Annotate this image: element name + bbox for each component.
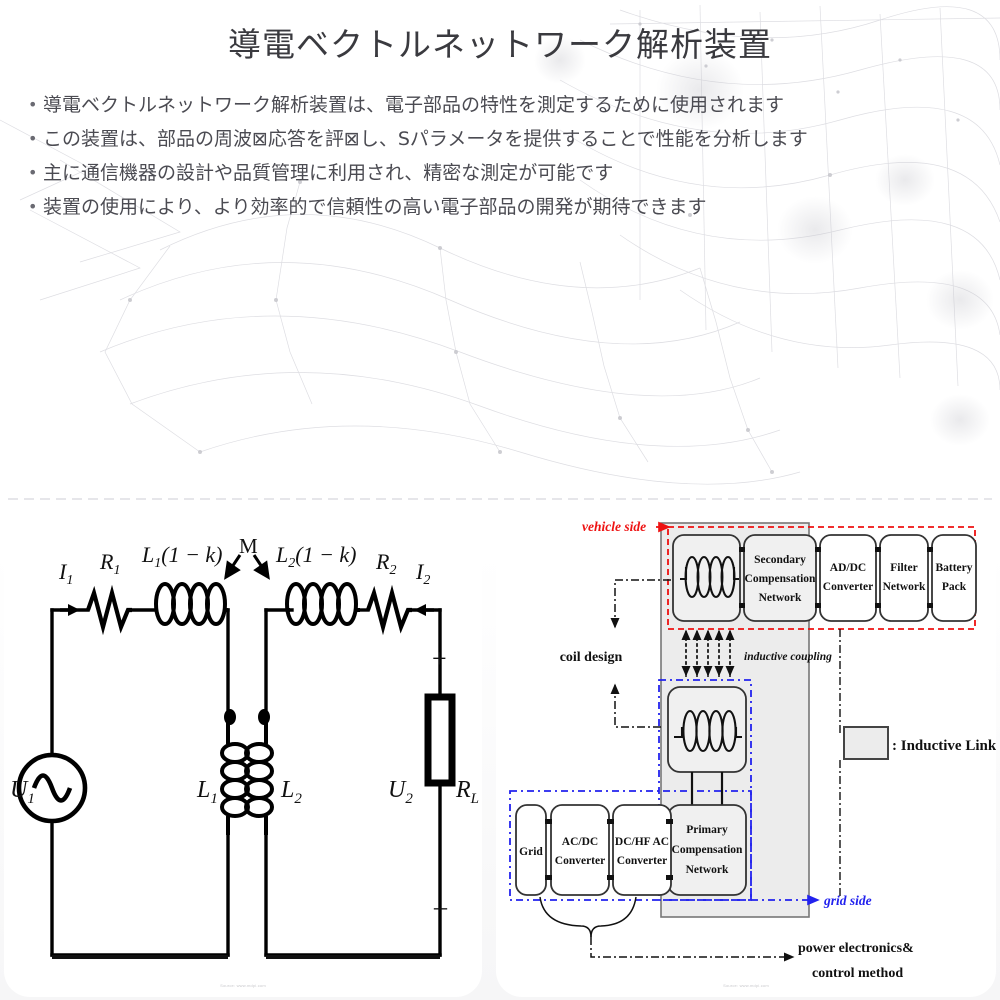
primary-coil-to-compensation-link: [690, 772, 724, 805]
block-primary-compensation: Primary Compensation Network: [667, 804, 747, 896]
resistor-r1: [86, 584, 132, 636]
block-diagram-card: Secondary Compensation Network AD/DC Con…: [496, 505, 996, 997]
inductor-l2-leakage: [285, 582, 360, 626]
power-control-brace: [539, 896, 637, 938]
bullet-marker-icon: •: [28, 163, 38, 182]
bullet-text: 装置の使用により、より効率的で信頼性の高い電子部品の開発が期待できます: [43, 196, 707, 218]
block-label: Network: [883, 581, 926, 593]
block-label: Filter: [890, 562, 917, 574]
list-item: • この装置は、部品の周波⊠応答を評⊠し、Sパラメータを提供することで性能を分析…: [28, 122, 968, 156]
current-arrow-i2: [414, 604, 434, 616]
legend-label: : Inductive Link: [892, 738, 996, 754]
block-label: Grid: [519, 846, 543, 858]
legend-inductive-link: : Inductive Link: [839, 629, 996, 898]
resistor-r2: [366, 584, 412, 636]
block-ad-dc-converter: AD/DC Converter: [819, 534, 877, 622]
polarity-dot-l1: [224, 709, 236, 725]
block-filter-network: Filter Network: [879, 534, 929, 622]
bullet-marker-icon: •: [28, 95, 38, 114]
block-dc-hfac-converter: DC/HF AC Converter: [612, 804, 672, 896]
block-label: DC/HF AC: [615, 836, 669, 848]
label-control-method: control method: [812, 966, 903, 981]
label-l1k: L1(1 − k): [141, 542, 223, 571]
bullet-marker-icon: •: [28, 129, 38, 148]
label-inductive-coupling: inductive coupling: [744, 651, 832, 663]
block-label: Converter: [555, 855, 605, 867]
block-label: Secondary: [754, 554, 806, 566]
bullet-marker-icon: •: [28, 197, 38, 216]
block-label: Converter: [617, 855, 667, 867]
block-label: AC/DC: [562, 836, 598, 848]
wpt-system-block-diagram: Secondary Compensation Network AD/DC Con…: [509, 519, 996, 981]
ac-source-u1: [16, 752, 88, 824]
block-label: Compensation: [745, 573, 817, 585]
label-power-electronics: power electronics&: [798, 941, 914, 956]
block-label: Battery: [935, 562, 972, 574]
block-secondary-compensation: Secondary Compensation Network: [743, 534, 817, 622]
block-label: Network: [759, 592, 802, 604]
list-item: • 導電ベクトルネットワーク解析装置は、電子部品の特性を測定するために使用されま…: [28, 88, 968, 122]
label-vehicle-side: vehicle side: [582, 519, 646, 534]
block-label: Compensation: [672, 844, 744, 856]
label-coil-design: coil design: [560, 650, 623, 665]
polarity-dot-l2: [258, 709, 270, 725]
power-control-leader: [590, 937, 795, 962]
load-resistor-rl: [424, 693, 456, 787]
circuit-diagram: I1 R1 L1(1 − k) M L2(1 − k) R2 I2 U1 L1 …: [10, 534, 479, 959]
block-label: Pack: [942, 581, 967, 593]
block-ac-dc-converter: AC/DC Converter: [550, 804, 610, 896]
block-label: AD/DC: [830, 562, 866, 574]
bottom-row-connectors: [545, 819, 673, 880]
page-title: 導電ベクトルネットワーク解析装置: [228, 25, 772, 64]
block-label: Primary: [686, 824, 728, 836]
list-item: • 主に通信機器の設計や品質管理に利用され、精密な測定が可能です: [28, 156, 968, 190]
label-grid-side: grid side: [823, 893, 872, 908]
bullet-text: 導電ベクトルネットワーク解析装置は、電子部品の特性を測定するために使用されます: [43, 94, 785, 116]
block-primary-coil: [667, 686, 747, 773]
grid-side-region-lower: [509, 790, 752, 901]
circuit-figure-card: I1 R1 L1(1 − k) M L2(1 − k) R2 I2 U1 L1 …: [4, 505, 482, 997]
label-l1: L1: [196, 777, 218, 807]
label-l2: L2: [280, 777, 302, 807]
label-u2: U2: [388, 777, 413, 807]
watermark: Source: www.mdpi.com: [220, 983, 266, 988]
label-i2: I2: [415, 559, 430, 588]
label-rl: RL: [455, 777, 479, 807]
vehicle-side-region: [667, 526, 976, 630]
block-label: Network: [686, 864, 729, 876]
divider: [8, 498, 992, 500]
block-secondary-coil: [672, 534, 741, 622]
coil-design-leader: [610, 579, 671, 728]
block-label: Converter: [823, 581, 873, 593]
block-grid: Grid: [515, 804, 547, 896]
legend-swatch: [843, 726, 889, 760]
label-minus: –: [433, 892, 448, 921]
bullet-text: 主に通信機器の設計や品質管理に利用され、精密な測定が可能です: [43, 162, 614, 184]
transformer-coil-l2: [244, 717, 274, 835]
label-plus: +: [432, 644, 447, 673]
bullet-list: • 導電ベクトルネットワーク解析装置は、電子部品の特性を測定するために使用されま…: [28, 88, 968, 224]
label-m: M: [239, 534, 258, 558]
label-r2: R2: [375, 549, 396, 578]
bullet-text: この装置は、部品の周波⊠応答を評⊠し、Sパラメータを提供することで性能を分析しま…: [43, 128, 808, 150]
label-l2k: L2(1 − k): [275, 542, 357, 571]
inductor-l1-leakage: [154, 582, 228, 626]
block-battery-pack: Battery Pack: [931, 534, 977, 622]
inductive-coupling-arrows: [681, 629, 735, 677]
mutual-coupling-arrows: [224, 554, 270, 580]
label-r1: R1: [99, 549, 120, 578]
label-i1: I1: [58, 559, 73, 588]
list-item: • 装置の使用により、より効率的で信頼性の高い電子部品の開発が期待できます: [28, 190, 968, 224]
transformer-coil-l1: [220, 717, 250, 835]
top-row-connectors: [739, 547, 933, 608]
current-arrow-i1: [60, 604, 80, 616]
watermark: Source: www.mdpi.com: [723, 983, 769, 988]
